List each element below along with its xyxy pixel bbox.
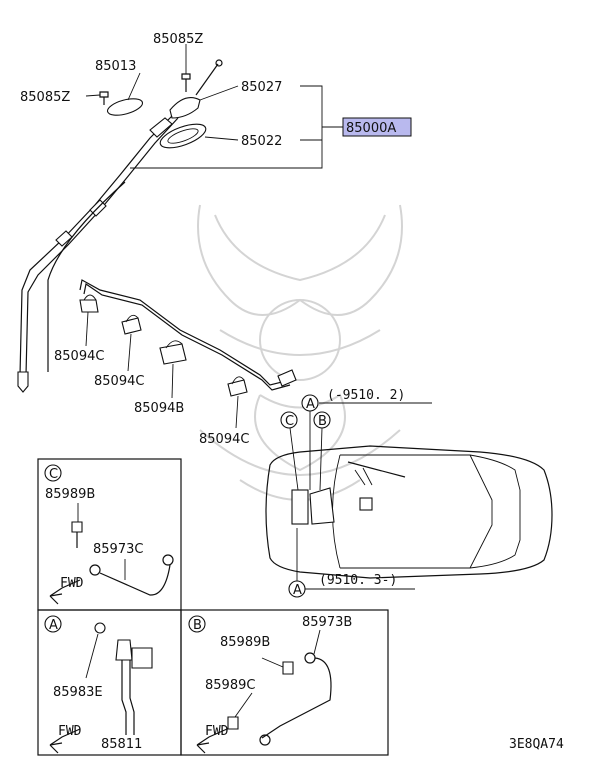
detail-box-c-marker: C <box>49 467 58 482</box>
callout-85085z-left[interactable]: 85085Z <box>20 90 70 105</box>
callout-85094c-2[interactable]: 85094C <box>94 374 144 389</box>
callout-85973b[interactable]: 85973B <box>302 615 352 630</box>
detail-box-b-marker: B <box>193 618 202 633</box>
detail-box-a: A <box>37 609 182 756</box>
callout-85094c-3[interactable]: 85094C <box>199 432 249 447</box>
watermark-emblem <box>197 204 403 501</box>
leader-lines-top <box>85 44 343 429</box>
callout-85085z-top[interactable]: 85085Z <box>153 32 203 47</box>
group-label-box[interactable] <box>342 117 412 137</box>
antenna-assembly <box>17 59 297 397</box>
vehicle-markers <box>280 394 432 598</box>
marker-a-lower: A <box>293 583 302 598</box>
antenna-base <box>169 97 201 119</box>
detail-box-a-marker: A <box>49 618 58 633</box>
callout-85983e[interactable]: 85983E <box>53 685 103 700</box>
callout-85013[interactable]: 85013 <box>95 59 136 74</box>
callout-85027[interactable]: 85027 <box>241 80 282 95</box>
date-range-upper: (-9510. 2) <box>327 388 405 403</box>
fwd-label-a: FWD <box>58 724 82 739</box>
callout-85811[interactable]: 85811 <box>101 737 142 752</box>
fwd-label-b: FWD <box>205 724 229 739</box>
antenna-pad <box>106 98 144 116</box>
marker-b: B <box>318 414 327 429</box>
clip-85094c-2 <box>121 317 142 335</box>
callout-85022[interactable]: 85022 <box>241 134 282 149</box>
group-label[interactable]: 85000A <box>346 121 396 136</box>
callout-85094b[interactable]: 85094B <box>134 401 184 416</box>
callout-85973c[interactable]: 85973C <box>93 542 143 557</box>
vehicle-module <box>291 489 309 525</box>
callout-85989c[interactable]: 85989C <box>205 678 255 693</box>
callout-85094c-1[interactable]: 85094C <box>54 349 104 364</box>
callout-85989b-c[interactable]: 85989B <box>45 487 95 502</box>
vehicle-outline <box>265 445 553 579</box>
clip-85094b <box>159 343 187 365</box>
marker-c: C <box>285 414 294 429</box>
antenna-gasket <box>159 123 207 149</box>
clip-85094c-1 <box>79 299 99 313</box>
marker-a-upper: A <box>306 397 315 412</box>
fwd-label-c: FWD <box>60 576 84 591</box>
date-range-lower: (9510. 3-) <box>319 573 397 588</box>
detail-box-b: B <box>180 609 389 756</box>
callout-85989b-b[interactable]: 85989B <box>220 635 270 650</box>
clip-85094c-3 <box>227 379 248 397</box>
diagram-code: 3E8QA74 <box>509 737 564 752</box>
